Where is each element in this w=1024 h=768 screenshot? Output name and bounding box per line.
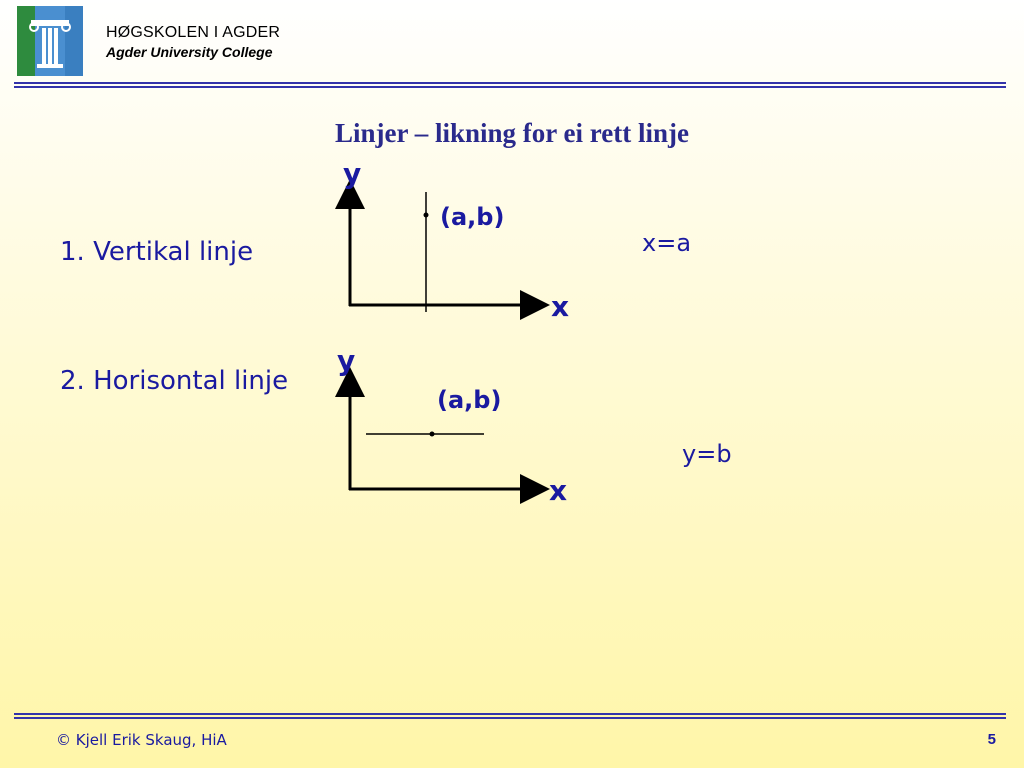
point-1 [423,212,429,218]
item-horizontal-line: 2. Horisontal linje [60,366,289,396]
equation-horizontal: y=b [682,440,732,468]
footer-copyright: © Kjell Erik Skaug, HiA [56,731,227,749]
page-number: 5 [987,731,996,748]
equation-vertical: x=a [642,229,692,257]
header-rule-thin [14,86,1006,88]
college-logo [17,6,83,76]
institution-name: HØGSKOLEN I AGDER [106,24,281,41]
point-label-1: (a,b) [440,203,505,231]
footer-rule-thin [14,717,1006,719]
y-axis-label-1: y [343,157,362,190]
y-axis-label-2: y [337,344,356,377]
header-rule [14,82,1006,84]
point-label-2: (a,b) [437,386,502,414]
point-2 [429,431,435,437]
x-axis-label-2: x [549,474,568,507]
slide-title: Linjer – likning for ei rett linje [335,118,689,148]
item-vertical-line: 1. Vertikal linje [60,237,254,267]
college-name: HØGSKOLEN I AGDER Agder University Colle… [106,24,280,60]
institution-name-english: Agder University College [106,44,273,60]
x-axis-label-1: x [551,290,570,323]
footer-rule [14,713,1006,715]
